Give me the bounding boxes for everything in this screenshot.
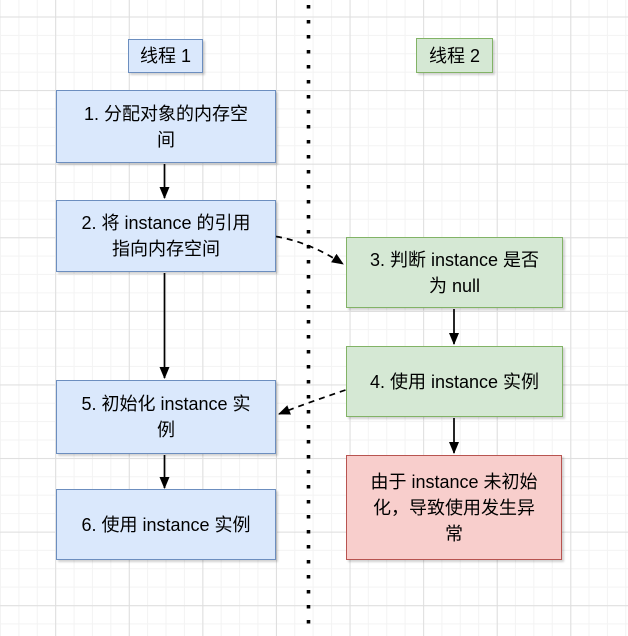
- node-error-uninitialized-exception: 由于 instance 未初始 化，导致使用发生异 常: [346, 455, 562, 560]
- edge-step4-step5-dashed: [278, 389, 346, 415]
- thread2-label: 线程 2: [416, 38, 493, 73]
- node-step2-point-reference: 2. 将 instance 的引用 指向内存空间: [56, 200, 276, 272]
- node-step5-initialize-instance: 5. 初始化 instance 实 例: [56, 380, 276, 454]
- node-step3-check-null: 3. 判断 instance 是否 为 null: [346, 237, 563, 308]
- thread1-label: 线程 1: [128, 39, 203, 73]
- node-step6-use-instance: 6. 使用 instance 实例: [56, 489, 276, 560]
- node-step1-allocate-memory: 1. 分配对象的内存空 间: [56, 90, 276, 163]
- edge-step2-step3-dashed: [275, 235, 344, 265]
- node-step4-use-instance: 4. 使用 instance 实例: [346, 346, 563, 417]
